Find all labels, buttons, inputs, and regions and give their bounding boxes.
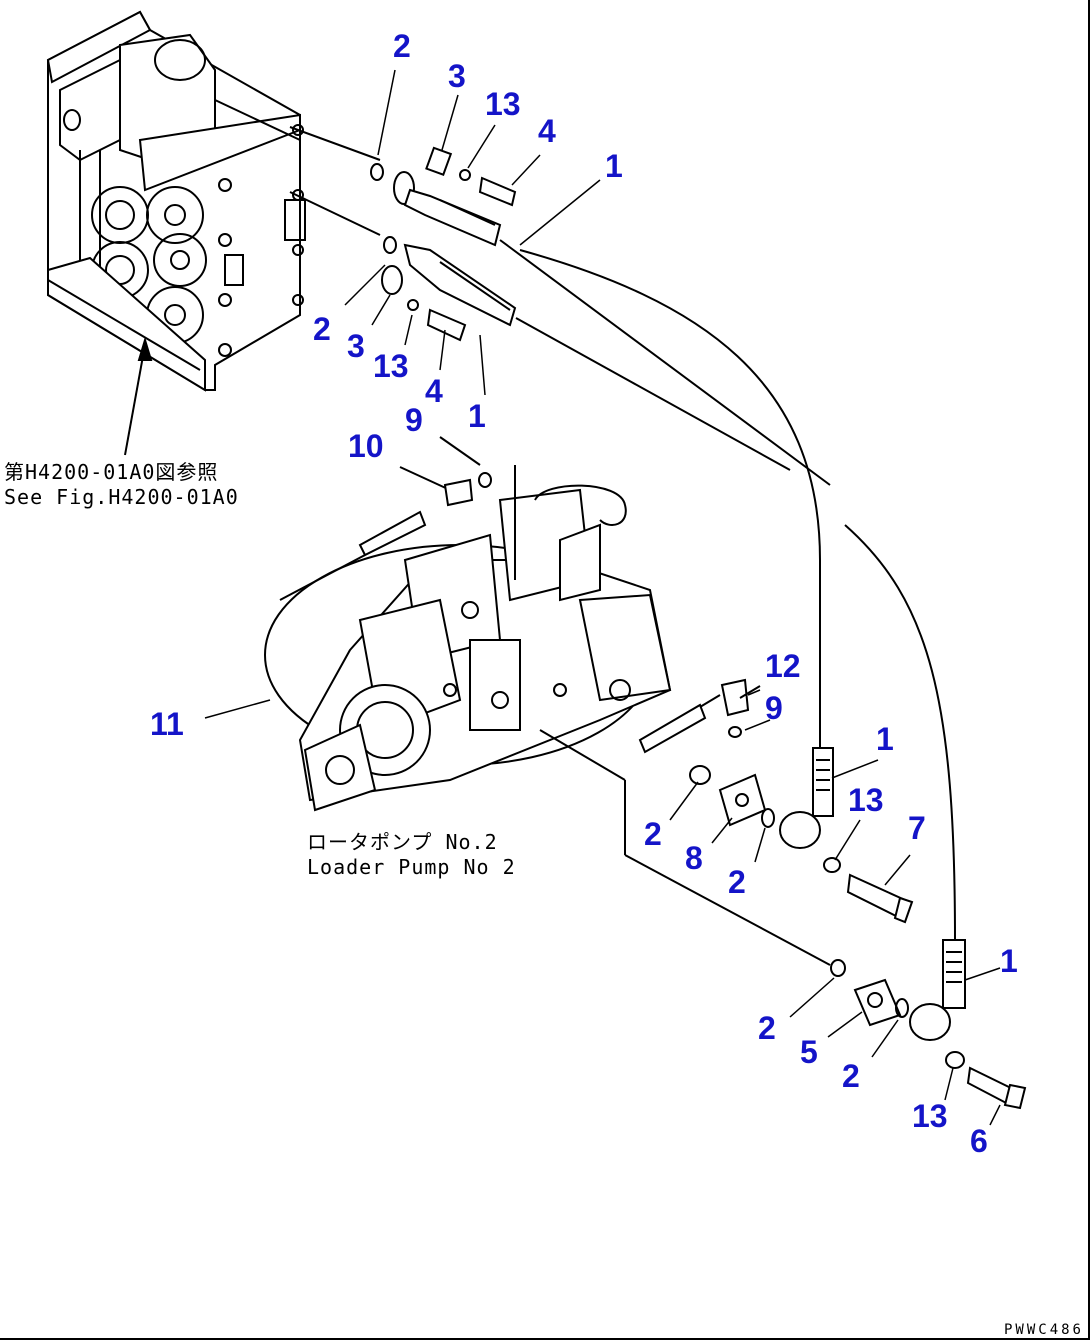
callout-13-top: 13 [485, 86, 521, 122]
reference-note: 第H4200-01A0図参照 See Fig.H4200-01A0 [4, 460, 239, 510]
leader-lines [204, 69, 1001, 1126]
callout-2-mid: 2 [313, 311, 331, 347]
callout-9-lower: 9 [765, 690, 783, 726]
callout-8: 8 [685, 840, 703, 876]
callout-13-right: 13 [848, 782, 884, 818]
callout-13-mid: 13 [373, 348, 409, 384]
transmission-assembly [46, 10, 306, 392]
hose-upper-2 [289, 191, 791, 471]
callout-10: 10 [348, 428, 384, 464]
callout-5: 5 [800, 1034, 818, 1070]
callout-1-top: 1 [605, 148, 623, 184]
pump-fittings-upper [279, 436, 492, 601]
callout-2-left-5: 2 [758, 1010, 776, 1046]
callout-2-right-5: 2 [842, 1058, 860, 1094]
callout-2-left-8: 2 [644, 816, 662, 852]
pump-label-en: Loader Pump No 2 [307, 855, 516, 879]
pump-label-jp: ロータポンプ No.2 [307, 830, 498, 854]
callout-1-lower: 1 [1000, 943, 1018, 979]
elbow-hose-1 [779, 747, 914, 924]
hose-upper-1 [289, 126, 831, 486]
reference-note-jp: 第H4200-01A0図参照 [4, 460, 219, 484]
callout-3-mid: 3 [347, 328, 365, 364]
callout-13-lower: 13 [912, 1098, 948, 1134]
hose-curve-right-2 [844, 524, 956, 941]
reference-note-en: See Fig.H4200-01A0 [4, 485, 239, 509]
callout-7: 7 [908, 810, 926, 846]
pump-fittings-right [539, 678, 831, 966]
callout-12: 12 [765, 648, 801, 684]
elbow-hose-2 [909, 939, 1027, 1110]
pump-label: ロータポンプ No.2 Loader Pump No 2 [307, 830, 516, 880]
callout-4-mid: 4 [425, 373, 443, 409]
callout-6: 6 [970, 1123, 988, 1159]
drawing-code: PWWC486 [1003, 1322, 1084, 1338]
callout-11: 11 [150, 706, 184, 742]
callout-1-right: 1 [876, 721, 894, 757]
reference-arrow [124, 336, 153, 456]
callout-4-top: 4 [538, 113, 556, 149]
lower-fittings [830, 959, 909, 1027]
callout-2-top: 2 [393, 28, 411, 64]
callout-3-top: 3 [448, 58, 466, 94]
loader-pump [264, 465, 672, 812]
callout-2-right-8: 2 [728, 864, 746, 900]
callout-9-upper: 9 [405, 402, 423, 438]
hose-curve-right-1 [519, 249, 821, 750]
callout-1-mid: 1 [468, 398, 486, 434]
